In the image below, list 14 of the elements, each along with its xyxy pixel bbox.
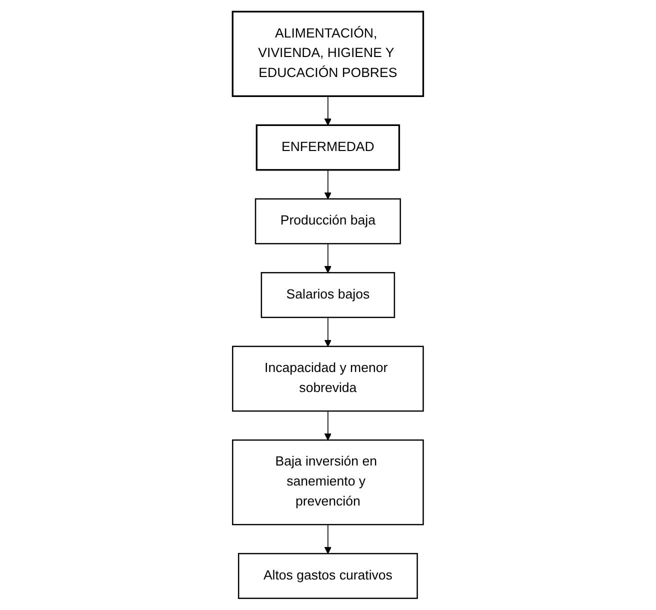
node-box bbox=[232, 10, 424, 97]
arrow bbox=[324, 170, 332, 200]
node-box bbox=[232, 439, 424, 526]
arrow bbox=[324, 96, 332, 126]
arrow bbox=[324, 410, 332, 440]
flowchart: ALIMENTACIÓN, VIVIENDA, HIGIENE Y EDUCACIÓN POBRES ENFERMEDAD Producción baja Salarios bajos Incapacidad y menor sobrevida Baja inversión en sanemiento y prevención Altos gastos curativos bbox=[226, 5, 430, 605]
node-box bbox=[254, 198, 402, 244]
node-box bbox=[232, 346, 424, 412]
arrow bbox=[324, 243, 332, 274]
node-box bbox=[260, 272, 396, 318]
node-box bbox=[256, 124, 400, 171]
arrow bbox=[324, 524, 332, 554]
node-box bbox=[238, 552, 418, 599]
arrow bbox=[324, 317, 332, 347]
